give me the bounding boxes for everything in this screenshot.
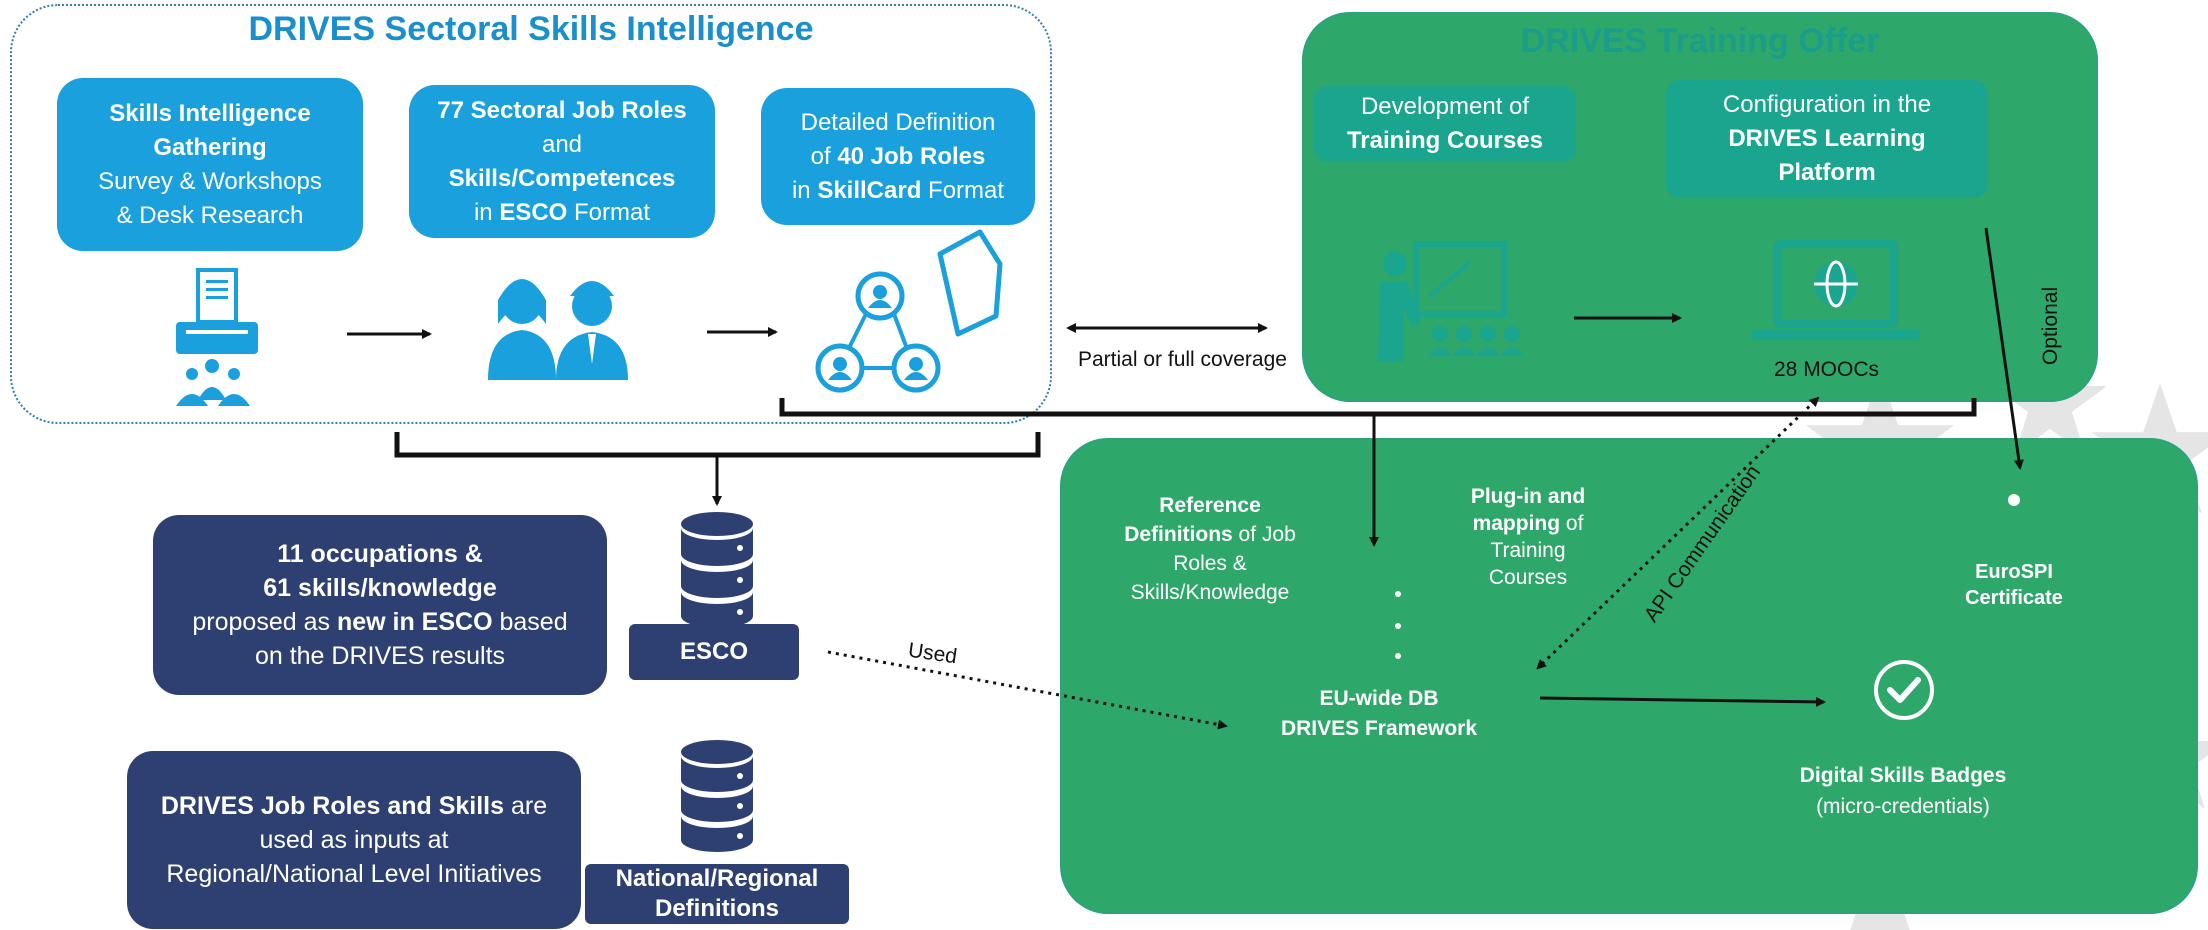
eu-database-icon	[1336, 558, 1412, 672]
national-initiatives-box: DRIVES Job Roles and Skills are used as …	[127, 751, 581, 929]
digital-badges-box: Digital Skills Badges (micro-credentials…	[1770, 742, 2036, 840]
badge-check-icon	[1858, 645, 1950, 733]
eurospi-certificate-box: EuroSPI Certificate	[1902, 556, 2126, 614]
right-bracket	[779, 398, 1977, 417]
learning-platform-box: Configuration in the DRIVES Learning Pla…	[1666, 80, 1988, 198]
network-document-icon	[815, 229, 1003, 393]
esco-database-icon	[681, 512, 753, 628]
left-bracket	[394, 432, 1041, 458]
used-arrow	[827, 650, 1228, 730]
moocs-label: 28 MOOCs	[1774, 358, 1880, 381]
recognition-title: DRIVES Recognition	[1463, 858, 1797, 896]
esco-label-box: ESCO	[629, 624, 799, 680]
reference-definitions-box: Reference Definitions of Job Roles & Ski…	[1090, 488, 1330, 610]
teacher-presentation-icon	[1378, 241, 1524, 362]
two-people-icon	[488, 279, 628, 380]
optional-arrow	[1984, 227, 2024, 470]
laptop-globe-icon	[1752, 240, 1920, 340]
job-roles-box: 77 Sectoral Job Roles and Skills/Compete…	[409, 85, 715, 238]
api-arrow	[1536, 396, 1820, 670]
coverage-label: Partial or full coverage	[1078, 348, 1287, 371]
eu-db-framework-box: EU-wide DB DRIVES Framework	[1240, 672, 1518, 756]
survey-document-icon	[176, 268, 258, 406]
training-title: DRIVES Training Offer	[1520, 22, 1880, 60]
skills-intelligence-panel	[10, 4, 1052, 424]
arrow-db-to-badges	[1539, 696, 1826, 707]
national-database-icon	[681, 740, 753, 852]
esco-proposals-box: 11 occupations & 61 skills/knowledge pro…	[153, 515, 607, 695]
training-courses-box: Development of Training Courses	[1314, 86, 1576, 162]
skills-gathering-box: Skills Intelligence Gathering Survey & W…	[57, 78, 363, 251]
certificate-icon	[1969, 486, 2061, 539]
national-definitions-label-box: National/Regional Definitions	[585, 864, 849, 924]
skillcard-definition-box: Detailed Definition of 40 Job Roles in S…	[761, 88, 1035, 225]
intelligence-title: DRIVES Sectoral Skills Intelligence	[248, 10, 814, 48]
